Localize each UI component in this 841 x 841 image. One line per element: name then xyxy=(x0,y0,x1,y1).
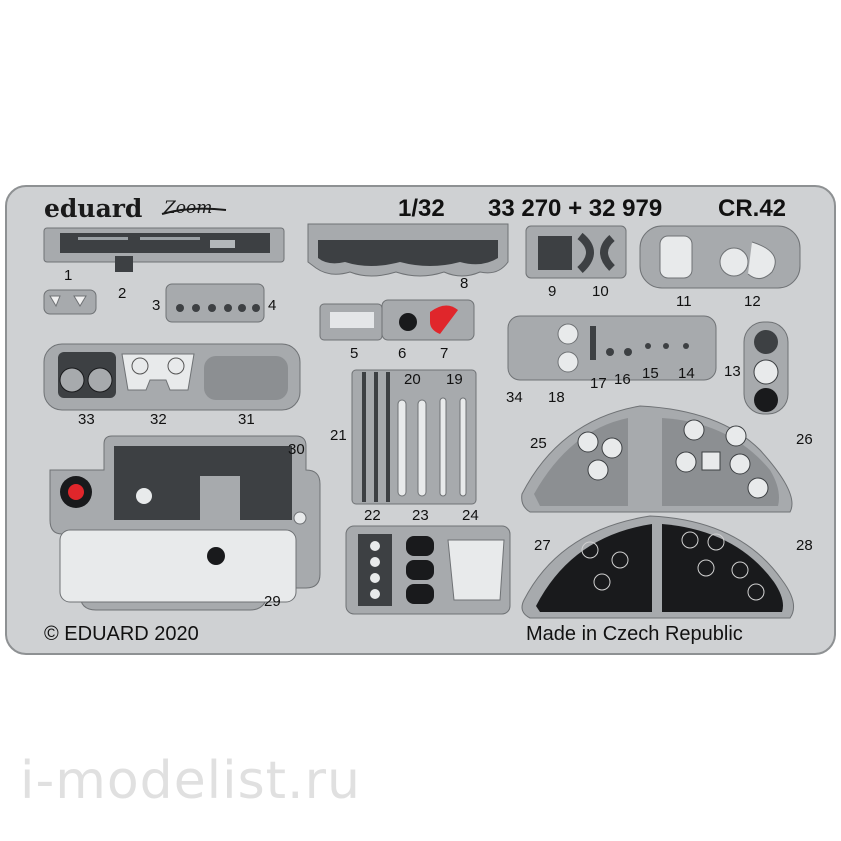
part-number: 8 xyxy=(460,275,469,292)
part-8 xyxy=(307,223,509,277)
zoom-logo-text: Zoom xyxy=(164,198,213,218)
part-number: 14 xyxy=(678,365,695,382)
part-14-18 xyxy=(507,315,717,381)
part-number: 22 xyxy=(364,507,381,524)
watermark-text: i-modelist.ru xyxy=(20,751,361,811)
part-number: 26 xyxy=(796,431,813,448)
part-number: 4 xyxy=(268,297,277,314)
part-19-23 xyxy=(351,369,477,505)
part-1 xyxy=(43,289,97,315)
part-6-7 xyxy=(381,299,475,341)
brand-logo-text: eduard xyxy=(44,194,143,223)
part-number: 11 xyxy=(676,293,692,310)
part-29-30 xyxy=(49,435,321,611)
set-numbers: 33 270 + 32 979 xyxy=(488,195,663,222)
part-2 xyxy=(43,227,285,272)
part-number: 12 xyxy=(744,293,761,310)
part-number: 34 xyxy=(506,389,523,406)
part-number: 15 xyxy=(642,365,659,382)
part-11-12 xyxy=(639,225,801,289)
part-number: 29 xyxy=(264,593,281,610)
part-25-26 xyxy=(521,405,793,513)
copyright-text: © EDUARD 2020 xyxy=(44,623,199,645)
part-number: 23 xyxy=(412,507,429,524)
part-number: 18 xyxy=(548,389,565,406)
part-number: 6 xyxy=(398,345,407,362)
part-number: 32 xyxy=(150,411,167,428)
part-number: 27 xyxy=(534,537,551,554)
part-number: 7 xyxy=(440,345,449,362)
part-31-33 xyxy=(43,343,301,411)
part-number: 19 xyxy=(446,371,463,388)
part-number: 20 xyxy=(404,371,421,388)
part-number: 24 xyxy=(462,507,479,524)
part-13 xyxy=(743,321,789,415)
part-number: 16 xyxy=(614,371,631,388)
part-number: 21 xyxy=(330,427,347,444)
part-number: 13 xyxy=(724,363,741,380)
model-name: CR.42 xyxy=(718,195,787,222)
part-number: 33 xyxy=(78,411,95,428)
part-3-4 xyxy=(165,283,265,323)
part-number: 3 xyxy=(152,297,161,314)
part-number: 28 xyxy=(796,537,813,554)
part-number: 31 xyxy=(238,411,255,428)
part-number: 2 xyxy=(118,285,127,302)
origin-text: Made in Czech Republic xyxy=(526,623,743,645)
part-5 xyxy=(319,303,383,341)
part-number: 5 xyxy=(350,345,359,362)
part-9-10 xyxy=(525,225,627,279)
part-number: 25 xyxy=(530,435,547,452)
part-number: 30 xyxy=(288,441,305,458)
part-number: 9 xyxy=(548,283,557,300)
part-number: 10 xyxy=(592,283,609,300)
zoom-logo-swoosh xyxy=(161,207,227,215)
part-number: 1 xyxy=(64,267,73,284)
part-number: 17 xyxy=(590,375,607,392)
part-27-28 xyxy=(521,515,795,619)
scale-label: 1/32 xyxy=(398,195,445,222)
part-22-24 xyxy=(345,525,511,615)
